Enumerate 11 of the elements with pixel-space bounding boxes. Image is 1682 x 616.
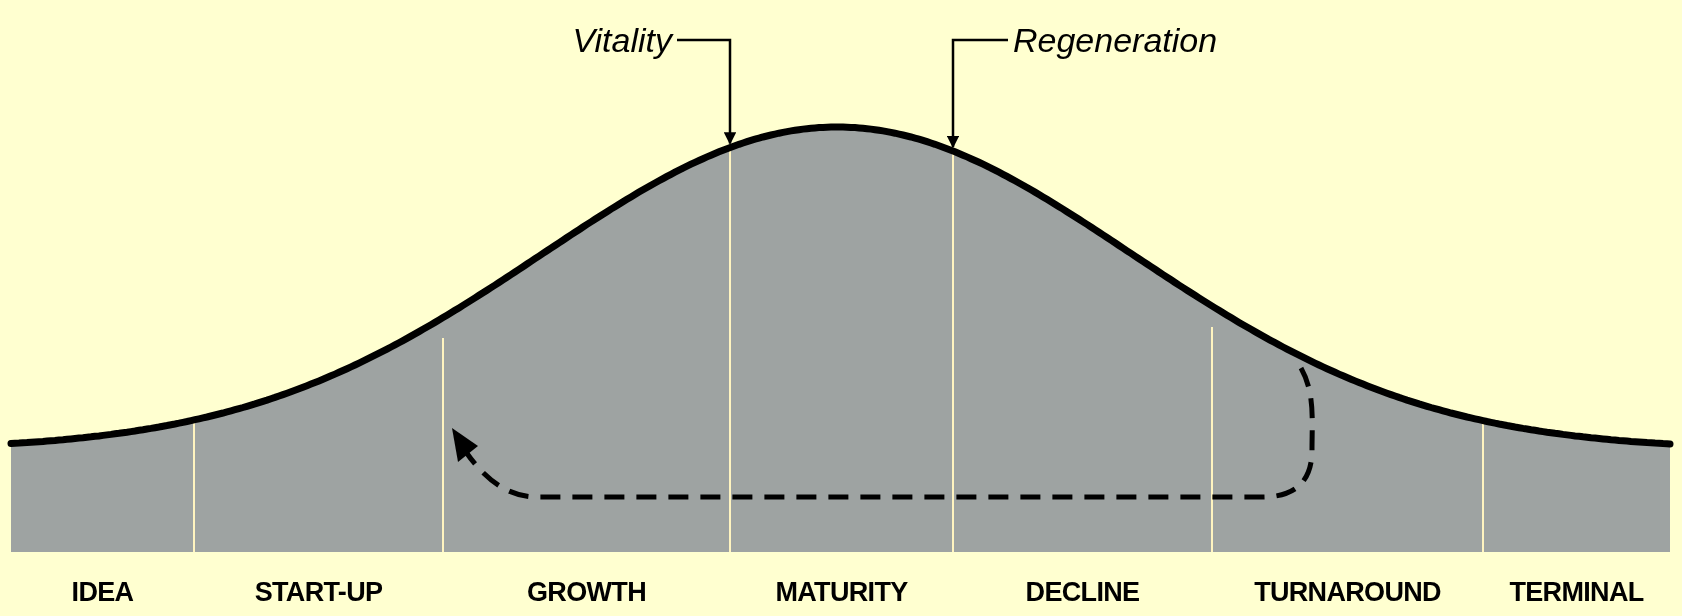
stage-label: IDEA — [70, 576, 135, 609]
stage-label: START-UP — [253, 576, 384, 609]
stage-label: TERMINAL — [1508, 576, 1645, 609]
leader-line — [677, 38, 737, 145]
stage-label: TURNAROUND — [1253, 576, 1442, 609]
callout-label: Vitality — [572, 19, 672, 61]
leader-line — [946, 38, 1008, 149]
stage-label: MATURITY — [774, 576, 909, 609]
callout-label: Regeneration — [1013, 19, 1218, 61]
stage-label: DECLINE — [1024, 576, 1141, 609]
stage-label: GROWTH — [526, 576, 647, 609]
